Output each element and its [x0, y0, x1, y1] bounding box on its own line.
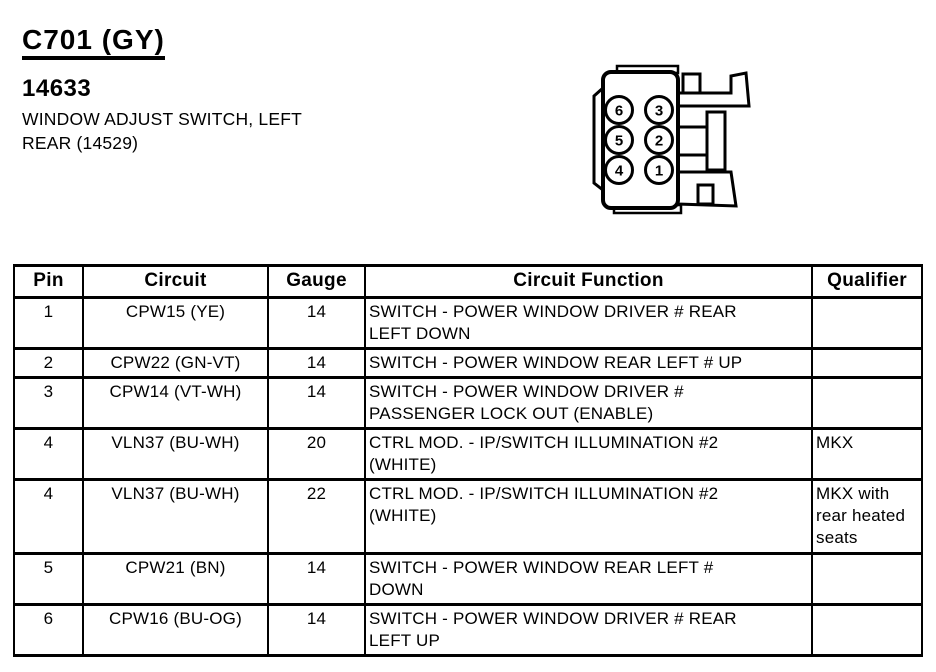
connector-id-title: C701 (GY) — [22, 26, 165, 60]
circuit-cell: CPW16 (BU-OG) — [82, 603, 269, 657]
function-line: SWITCH - POWER WINDOW REAR LEFT # — [369, 558, 714, 577]
pin-cell: 4 — [13, 427, 84, 481]
pin-cell: 3 — [13, 376, 84, 430]
table-row: 4 VLN37 (BU-WH) 22 CTRL MOD. - IP/SWITCH… — [13, 478, 923, 555]
column-header-function: Circuit Function — [364, 264, 813, 299]
function-line: (WHITE) — [369, 455, 437, 474]
connector-latch-top-notch — [681, 72, 702, 95]
qualifier-cell: MKX with rear heated seats — [811, 478, 923, 555]
component-description: WINDOW ADJUST SWITCH, LEFT REAR (14529) — [22, 107, 302, 155]
table-row: 2 CPW22 (GN-VT) 14 SWITCH - POWER WINDOW… — [13, 347, 923, 379]
qualifier-cell — [811, 603, 923, 657]
description-line-2: REAR (14529) — [22, 133, 139, 153]
connector-latch-bottom-notch — [696, 183, 715, 206]
table-row: 5 CPW21 (BN) 14 SWITCH - POWER WINDOW RE… — [13, 552, 923, 606]
qualifier-cell — [811, 296, 923, 350]
qualifier-line: MKX — [816, 433, 854, 452]
function-line: PASSENGER LOCK OUT (ENABLE) — [369, 404, 654, 423]
circuit-cell: VLN37 (BU-WH) — [82, 427, 269, 481]
connector-svg: 6 3 5 2 4 1 — [592, 64, 751, 215]
function-line: SWITCH - POWER WINDOW DRIVER # REAR — [369, 609, 737, 628]
function-cell: SWITCH - POWER WINDOW REAR LEFT # UP — [364, 347, 813, 379]
pin-cell: 6 — [13, 603, 84, 657]
function-cell: CTRL MOD. - IP/SWITCH ILLUMINATION #2 (W… — [364, 427, 813, 481]
function-line: SWITCH - POWER WINDOW DRIVER # — [369, 382, 684, 401]
qualifier-line: seats — [816, 528, 858, 547]
pinout-table: Pin Circuit Gauge Circuit Function Quali… — [13, 264, 923, 657]
pin-cell: 2 — [13, 347, 84, 379]
gauge-cell: 20 — [267, 427, 366, 481]
function-cell: SWITCH - POWER WINDOW DRIVER # PASSENGER… — [364, 376, 813, 430]
column-header-pin: Pin — [13, 264, 84, 299]
qualifier-cell — [811, 376, 923, 430]
pin-number-3: 3 — [655, 103, 663, 120]
function-cell: SWITCH - POWER WINDOW DRIVER # REAR LEFT… — [364, 296, 813, 350]
function-line: SWITCH - POWER WINDOW DRIVER # REAR — [369, 302, 737, 321]
pin-number-5: 5 — [615, 133, 623, 150]
table-row: 3 CPW14 (VT-WH) 14 SWITCH - POWER WINDOW… — [13, 376, 923, 430]
gauge-cell: 14 — [267, 376, 366, 430]
gauge-cell: 14 — [267, 347, 366, 379]
circuit-cell: VLN37 (BU-WH) — [82, 478, 269, 555]
circuit-cell: CPW14 (VT-WH) — [82, 376, 269, 430]
pin-cavity-3 — [644, 95, 674, 125]
qualifier-cell — [811, 552, 923, 606]
qualifier-line: MKX with — [816, 484, 890, 503]
connector-face-diagram: 6 3 5 2 4 1 — [583, 57, 763, 222]
gauge-cell: 22 — [267, 478, 366, 555]
function-line: CTRL MOD. - IP/SWITCH ILLUMINATION #2 — [369, 484, 719, 503]
table-row: 6 CPW16 (BU-OG) 14 SWITCH - POWER WINDOW… — [13, 603, 923, 657]
part-number: 14633 — [22, 75, 92, 102]
pin-cavity-4 — [604, 155, 634, 185]
function-line: CTRL MOD. - IP/SWITCH ILLUMINATION #2 — [369, 433, 719, 452]
gauge-cell: 14 — [267, 296, 366, 350]
connector-latch-middle-arm — [676, 125, 709, 157]
circuit-cell: CPW15 (YE) — [82, 296, 269, 350]
pin-cavity-1 — [644, 155, 674, 185]
table-row: 4 VLN37 (BU-WH) 20 CTRL MOD. - IP/SWITCH… — [13, 427, 923, 481]
function-line: LEFT DOWN — [369, 324, 471, 343]
gauge-cell: 14 — [267, 552, 366, 606]
function-cell: CTRL MOD. - IP/SWITCH ILLUMINATION #2 (W… — [364, 478, 813, 555]
circuit-cell: CPW22 (GN-VT) — [82, 347, 269, 379]
function-line: SWITCH - POWER WINDOW REAR LEFT # UP — [369, 353, 743, 372]
pin-cavity-6 — [604, 95, 634, 125]
pin-number-6: 6 — [615, 103, 623, 120]
description-line-1: WINDOW ADJUST SWITCH, LEFT — [22, 109, 303, 129]
document-header: C701 (GY) 14633 WINDOW ADJUST SWITCH, LE… — [22, 26, 302, 155]
column-header-gauge: Gauge — [267, 264, 366, 299]
table-header-row: Pin Circuit Gauge Circuit Function Quali… — [13, 264, 923, 299]
function-line: (WHITE) — [369, 506, 437, 525]
function-line: LEFT UP — [369, 631, 440, 650]
pin-cell: 1 — [13, 296, 84, 350]
pin-cell: 5 — [13, 552, 84, 606]
pin-cavity-5 — [604, 125, 634, 155]
column-header-qualifier: Qualifier — [811, 264, 923, 299]
function-cell: SWITCH - POWER WINDOW REAR LEFT # DOWN — [364, 552, 813, 606]
function-cell: SWITCH - POWER WINDOW DRIVER # REAR LEFT… — [364, 603, 813, 657]
table-row: 1 CPW15 (YE) 14 SWITCH - POWER WINDOW DR… — [13, 296, 923, 350]
qualifier-line: rear heated — [816, 506, 906, 525]
circuit-cell: CPW21 (BN) — [82, 552, 269, 606]
qualifier-cell — [811, 347, 923, 379]
gauge-cell: 14 — [267, 603, 366, 657]
pin-number-4: 4 — [615, 163, 624, 180]
pin-number-1: 1 — [655, 163, 663, 180]
function-line: DOWN — [369, 580, 424, 599]
connector-latch-middle-rail — [705, 110, 727, 172]
pin-cell: 4 — [13, 478, 84, 555]
qualifier-cell: MKX — [811, 427, 923, 481]
pin-cavity-2 — [644, 125, 674, 155]
column-header-circuit: Circuit — [82, 264, 269, 299]
pin-number-2: 2 — [655, 133, 663, 150]
